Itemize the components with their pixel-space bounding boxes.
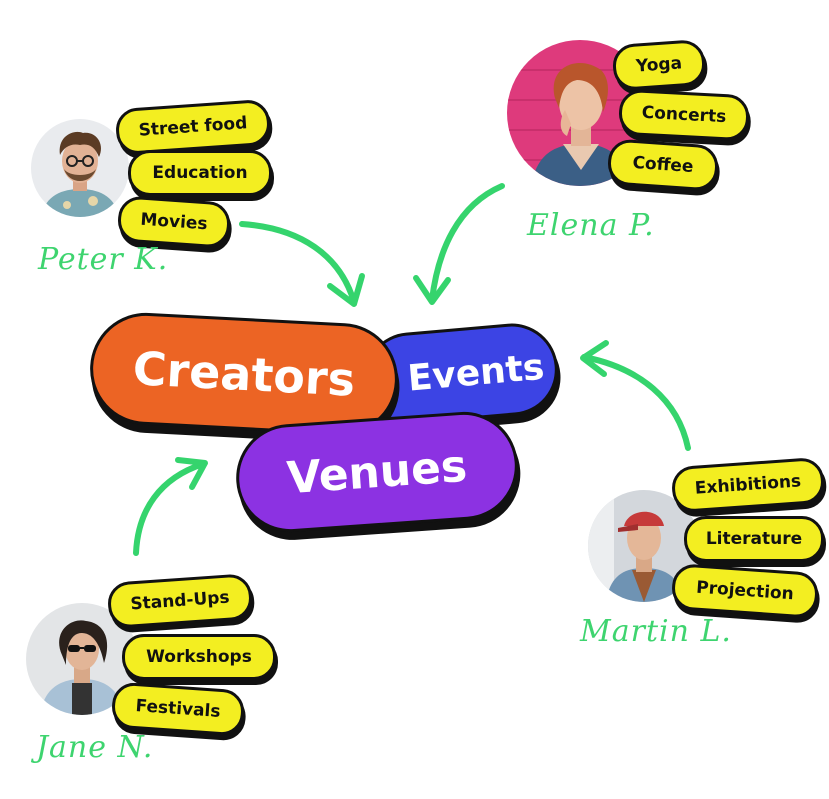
pill-creators-label: Creators xyxy=(131,341,357,407)
pill-venues: Venues xyxy=(232,408,522,536)
tag-martin-literature: Literature xyxy=(684,516,824,562)
tag-jane-festivals: Festivals xyxy=(110,681,246,737)
tag-jane-workshops: Workshops xyxy=(122,634,276,680)
person-name-martin: Martin L. xyxy=(580,614,732,649)
person-name-elena: Elena P. xyxy=(527,208,655,243)
tag-elena-concerts: Concerts xyxy=(617,88,751,142)
tag-elena-yoga: Yoga xyxy=(611,38,707,92)
person-name-peter: Peter K. xyxy=(38,242,169,277)
pill-venues-label: Venues xyxy=(285,440,469,504)
arrow-peter xyxy=(239,221,365,307)
pill-events-label: Events xyxy=(406,346,546,400)
tag-elena-coffee: Coffee xyxy=(606,138,720,192)
tag-peter-education: Education xyxy=(128,150,272,196)
person-name-jane: Jane N. xyxy=(36,730,154,765)
arrow-jane xyxy=(133,457,208,556)
arrow-martin xyxy=(580,340,691,451)
avatar-peter xyxy=(31,119,129,217)
tag-peter-movies: Movies xyxy=(116,195,232,249)
arrow-elena xyxy=(413,183,505,305)
